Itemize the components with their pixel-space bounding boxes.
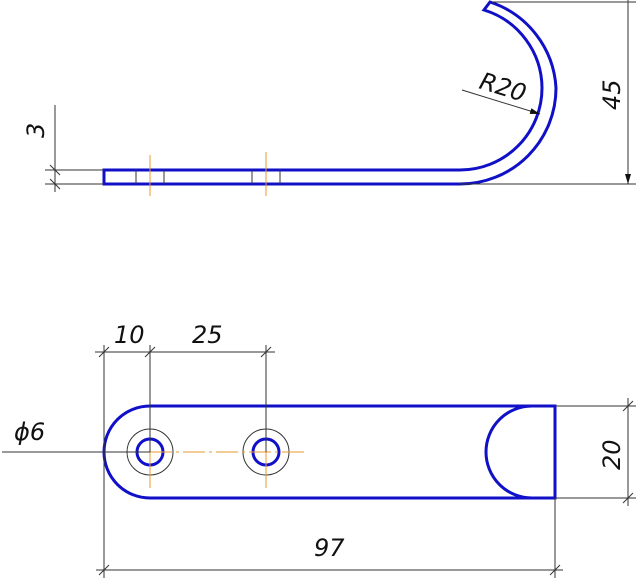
bend-arc	[484, 404, 533, 500]
hole-diameter-label: ϕ6	[14, 418, 45, 446]
radius-dimension: R20	[461, 67, 541, 115]
width-dimension: 20	[555, 398, 636, 506]
top-view: 10 25 ϕ6 20 97	[2, 321, 636, 578]
thickness-label: 3	[22, 123, 50, 138]
hole-centerlines-side	[149, 152, 267, 196]
radius-label: R20	[476, 67, 529, 108]
plate-outline	[102, 404, 557, 500]
width-label: 20	[598, 439, 626, 470]
thickness-dimension: 3	[22, 105, 104, 192]
hole-diameter-dimension: ϕ6	[2, 418, 150, 453]
side-view: 3 45 R20	[22, 0, 636, 196]
hole-centerlines-top	[149, 451, 308, 488]
hole-position-dimensions: 10 25	[95, 321, 275, 452]
edge-to-hole-label: 10	[114, 321, 145, 349]
length-label: 97	[314, 534, 345, 562]
bent-strip-outline	[102, 0, 558, 186]
hole-spacing-label: 25	[192, 321, 223, 349]
hole-hidden-lines	[135, 170, 281, 184]
length-dimension: 97	[96, 452, 563, 578]
height-dimension: 45	[460, 0, 636, 185]
height-label: 45	[598, 79, 626, 110]
